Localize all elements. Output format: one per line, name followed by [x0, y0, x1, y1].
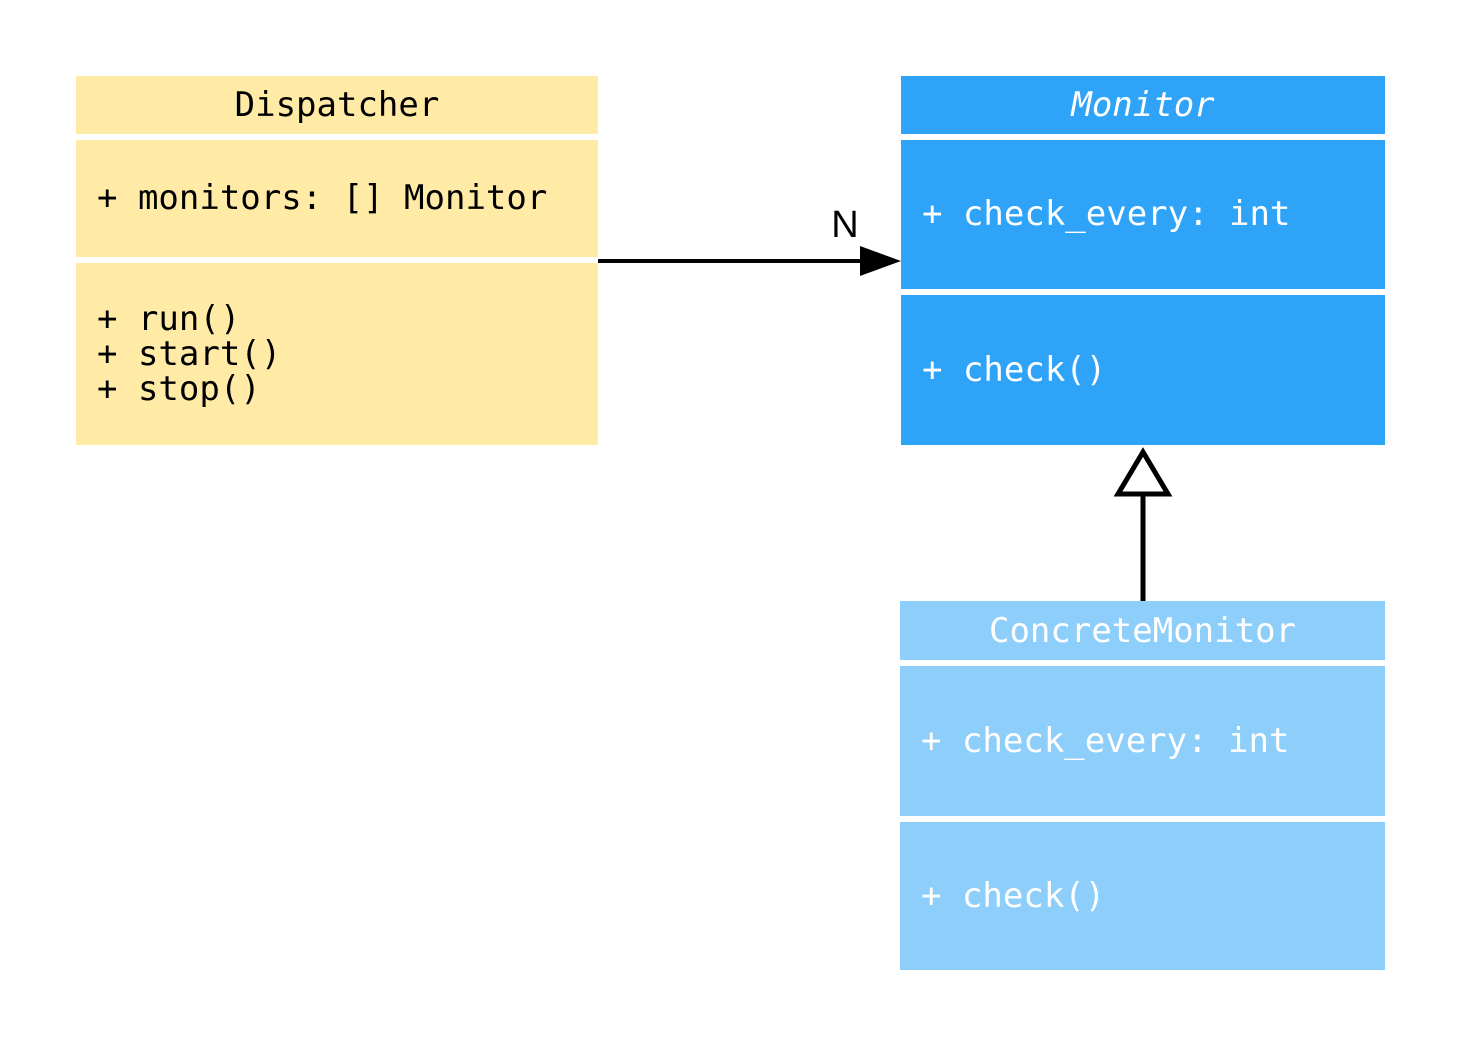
attribute-line: + check_every: int — [921, 720, 1290, 761]
class-title-dispatcher: Dispatcher — [76, 76, 598, 134]
class-box-concretemonitor: ConcreteMonitor + check_every: int + che… — [900, 601, 1385, 970]
class-methods-dispatcher: + run() + start() + stop() — [76, 263, 598, 445]
class-box-monitor: Monitor + check_every: int + check() — [901, 76, 1385, 445]
association-arrow-dispatcher-to-monitor — [598, 246, 901, 276]
inheritance-arrow-concretemonitor-to-monitor — [1113, 447, 1173, 601]
class-methods-concretemonitor: + check() — [900, 822, 1385, 970]
method-line: + stop() — [97, 368, 261, 409]
class-title-monitor: Monitor — [901, 76, 1385, 134]
attribute-line: + monitors: [] Monitor — [97, 178, 548, 218]
association-arrowhead-icon — [860, 246, 901, 276]
class-attributes-monitor: + check_every: int — [901, 140, 1385, 289]
class-title-concretemonitor: ConcreteMonitor — [900, 601, 1385, 660]
class-methods-monitor: + check() — [901, 295, 1385, 445]
method-line: + start() — [97, 333, 282, 374]
attribute-line: + check_every: int — [922, 194, 1291, 234]
method-line: + run() — [97, 298, 241, 339]
method-line: + check() — [921, 875, 1106, 916]
inheritance-hollow-triangle-icon — [1113, 447, 1173, 497]
method-line: + check() — [922, 349, 1107, 390]
class-attributes-dispatcher: + monitors: [] Monitor — [76, 140, 598, 257]
class-box-dispatcher: Dispatcher + monitors: [] Monitor + run(… — [76, 76, 598, 445]
class-attributes-concretemonitor: + check_every: int — [900, 666, 1385, 816]
association-multiplicity-label: N — [831, 204, 859, 246]
